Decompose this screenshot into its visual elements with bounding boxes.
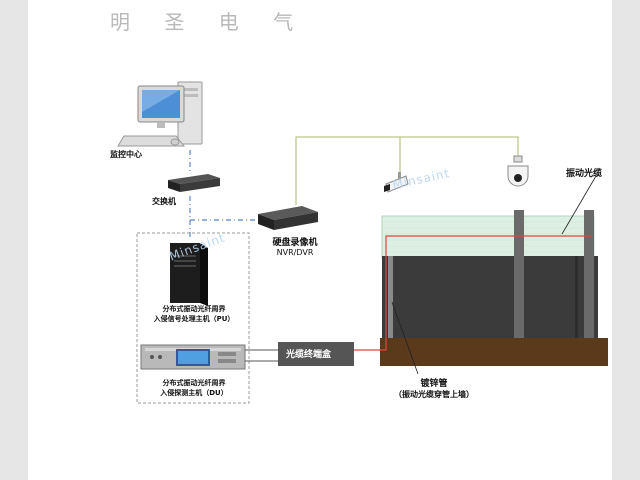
nvr-name: 硬盘录像机: [272, 238, 318, 248]
left-margin: [0, 0, 28, 480]
pu-label: 分布式振动光纤周界 入侵信号处理主机（PU）: [140, 304, 248, 324]
switch-label: 交换机: [152, 197, 176, 206]
terminal-box: [278, 342, 354, 366]
bullet-camera-icon: [384, 172, 409, 193]
du-line1: 分布式振动光纤周界: [162, 379, 226, 387]
du-label: 分布式振动光纤周界 入侵探测主机（DU）: [140, 378, 248, 398]
leader-cable: [561, 175, 597, 235]
pu-line1: 分布式振动光纤周界: [162, 305, 226, 313]
perimeter-wall: [380, 210, 608, 366]
du-host-icon: [140, 344, 246, 370]
link-switch-nvr: [189, 196, 255, 221]
pipe-line1: 镀锌管: [420, 379, 448, 389]
computer-icon: [117, 81, 203, 147]
pu-host-icon: [170, 243, 208, 306]
switch-icon: [168, 174, 220, 192]
host-enclosure: [136, 232, 250, 404]
right-margin: [612, 0, 640, 480]
vibration-cable-label: 振动光缆: [566, 169, 603, 179]
camera-links: [295, 136, 519, 205]
nvr-icon: [258, 206, 318, 230]
du-line2: 入侵探测主机（DU）: [160, 389, 228, 397]
dome-camera-icon: [507, 155, 529, 187]
leader-pipe: [391, 301, 419, 375]
vibration-cable-line: [354, 235, 592, 351]
pipe-line2: （振动光缆穿管上墙）: [394, 390, 474, 399]
nvr-label: 硬盘录像机 NVR/DVR: [260, 235, 330, 257]
link-nvr-dome: [295, 136, 519, 205]
galvanized-pipe-label: 镀锌管 （振动光缆穿管上墙）: [384, 376, 484, 400]
terminal-box-label: 光缆终端盒: [286, 350, 332, 360]
monitor-center-label: 监控中心: [110, 150, 142, 159]
network-links: [189, 150, 255, 240]
nvr-sub: NVR/DVR: [276, 248, 314, 257]
brand-title: 明 圣 电 气: [110, 10, 308, 34]
du-to-box-link: [245, 349, 278, 362]
pu-line2: 入侵信号处理主机（PU）: [153, 315, 235, 323]
